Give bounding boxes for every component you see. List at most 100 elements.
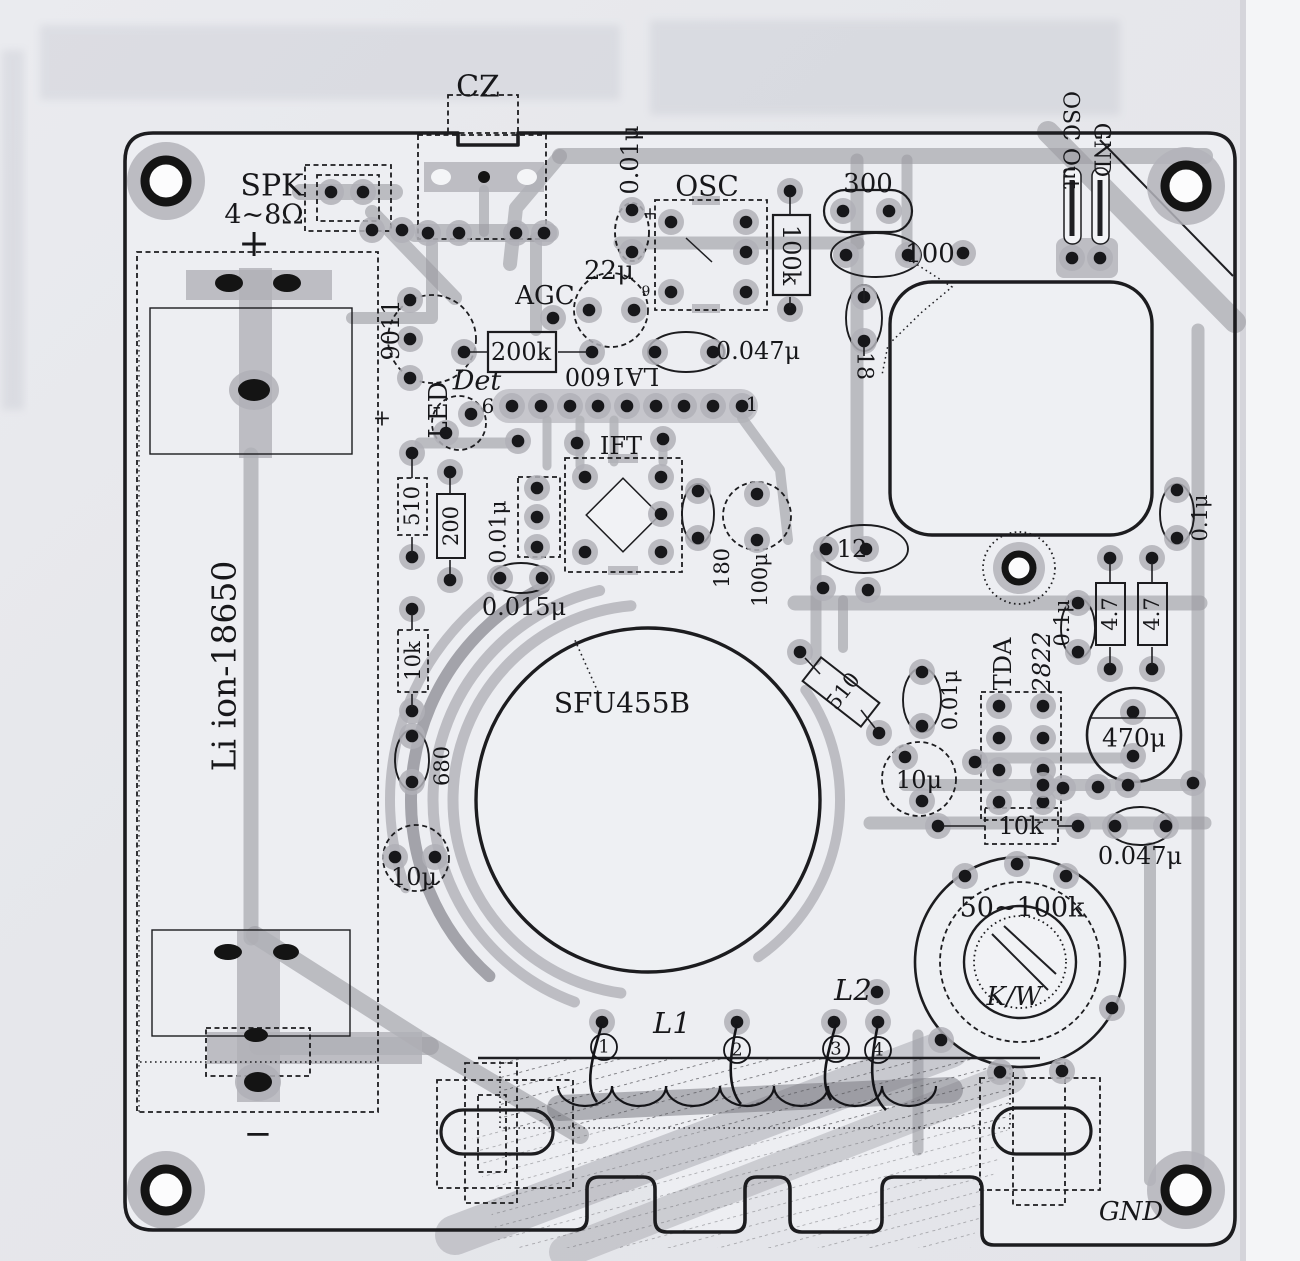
silk-bar [207,1032,422,1064]
copper-trace [365,205,462,305]
component-circle [474,626,822,974]
solder-pad [505,399,519,413]
component-outline [436,1079,574,1189]
solder-pad [511,434,525,448]
label-43-01: 0.1μ [1188,494,1212,541]
component-outline [654,199,768,311]
label-32-12: 12 [837,535,868,563]
label-26-510: 510 [400,486,424,526]
solder-pad [537,226,551,240]
solder-pad [546,311,560,325]
label-40-tda: TDA [989,637,1017,690]
solder-pad [859,542,873,556]
component-outline [991,1106,1093,1156]
solder-pad [578,470,592,484]
solder-pad [739,215,753,229]
bleed-through-ghost [40,25,620,100]
terminal-pad [273,274,301,292]
label-19-led: LED [424,381,454,438]
solder-pad [993,1065,1007,1079]
solder-pad [1170,531,1184,545]
solder-pad [1036,699,1050,713]
solder-pad [783,184,797,198]
solder-pad [992,731,1006,745]
component-lead [860,709,876,729]
solder-pad [403,371,417,385]
solder-pad [457,345,471,359]
component-outline [136,251,379,1113]
label-29-180: 180 [710,548,734,588]
label-56-3: 3 [830,1039,841,1060]
component-outline [436,493,466,559]
label-55-2: 2 [731,1040,742,1061]
copper-arc-trace [405,580,551,983]
terminal-pad [244,1028,268,1042]
label-58-: − [244,1114,273,1154]
label-44-47: 4.7 [1098,597,1122,630]
label-33-liion18650: Li ion-18650 [205,561,244,772]
solder-pad [664,215,678,229]
detail-line [685,237,713,263]
component-lead [804,657,821,675]
solder-pad [839,248,853,262]
solder-pad [578,545,592,559]
solder-pad [871,1015,885,1029]
solder-pad [405,602,419,616]
solder-pad [443,465,457,479]
antenna-hatch-area [470,1128,1008,1248]
detail-line [1003,925,1057,975]
solder-pad [595,1015,609,1029]
terminal-pad [214,944,242,960]
solder-pad [1071,596,1085,610]
terminal-pad [273,944,299,960]
label-37-10: 10μ [391,863,437,891]
label-36-680: 680 [430,746,454,786]
solder-pad [1056,781,1070,795]
label-8-oscout: OSC Out [1058,91,1083,189]
solder-pad [493,571,507,585]
solder-pad [664,285,678,299]
label-59-gnd: GND [1099,1197,1164,1227]
connector-pad [431,169,451,185]
label-11-agc: AGC [514,281,574,311]
solder-pad [1036,731,1050,745]
ferrite-rod [499,1057,1011,1129]
solder-pad [1010,857,1024,871]
component-outline [149,307,353,455]
solder-pad [1071,645,1085,659]
solder-pad [405,775,419,789]
solder-pad [739,245,753,259]
label-41-2822: 2822 [1028,631,1056,693]
copper-arc-trace [447,600,637,999]
solder-pad [443,573,457,587]
solder-pad [691,484,705,498]
solder-pad [1059,869,1073,883]
label-45-47: 4.7 [1140,597,1164,630]
solder-pad [735,399,749,413]
solder-pad [1036,795,1050,809]
pin-number-circle [723,1036,751,1064]
component-outline [801,655,881,729]
component-circle [881,741,957,817]
copper-trace [737,413,793,545]
label-17-det: Det [452,366,502,397]
pin-number-circle [590,1033,618,1061]
solder-pad [627,303,641,317]
component-outline [397,629,429,693]
solder-pad [421,226,435,240]
solder-pad [793,645,807,659]
solder-pad [882,204,896,218]
solder-pad [915,665,929,679]
label-1-spk: SPK [240,169,304,204]
pin-number-circle [864,1036,892,1064]
solder-pad [730,1015,744,1029]
solder-pad [1065,251,1079,265]
ift-core-diamond [585,477,661,553]
solder-pad [1159,819,1173,833]
component-outline [477,1094,507,1173]
solder-pad [656,432,670,446]
solder-pad [649,399,663,413]
label-49-0047: 0.047μ [1098,842,1182,870]
via-hole [1001,550,1037,586]
solder-pad [648,345,662,359]
